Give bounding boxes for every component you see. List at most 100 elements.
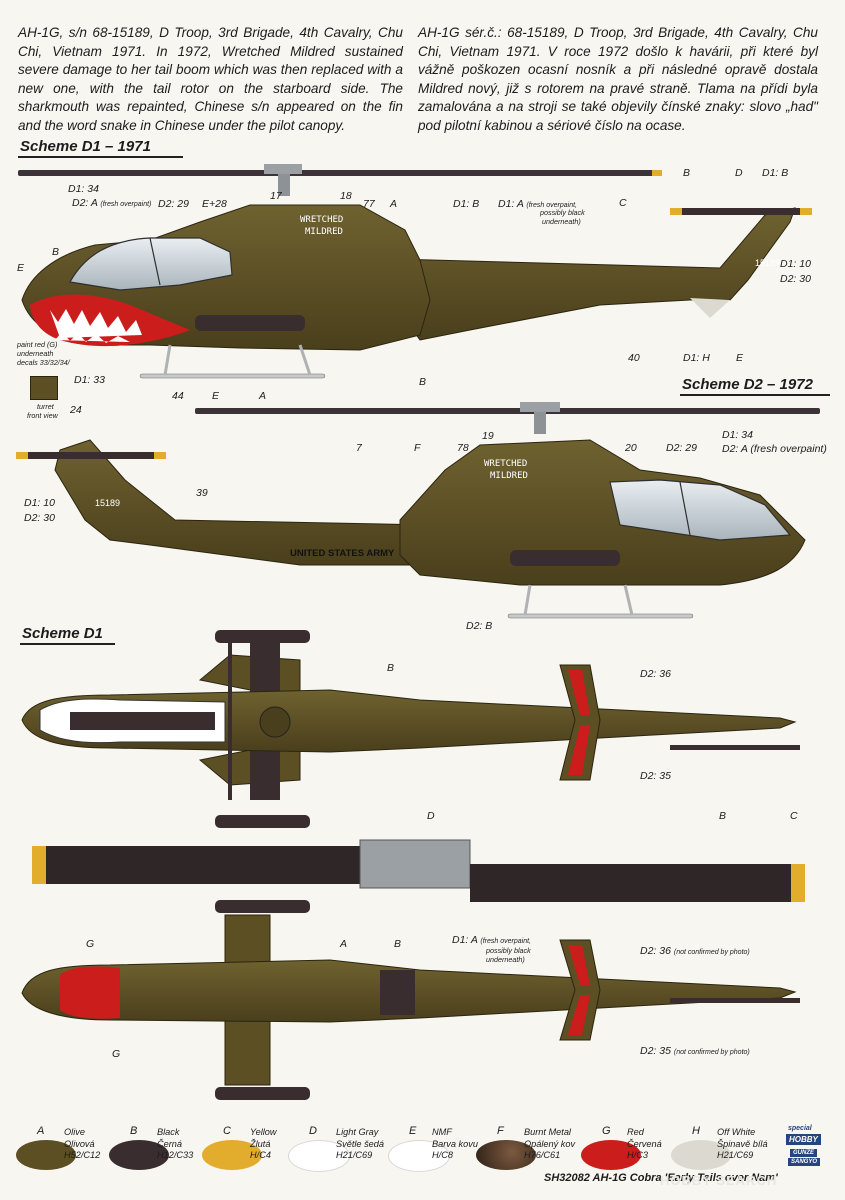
callout-note: underneath) [542,217,581,226]
callout: 77 [363,198,375,210]
legend-letter: A [37,1125,45,1137]
watermark: HOBBY SEARCH [660,1173,778,1188]
nose-art-name-2: MILDRED [305,227,343,237]
callout-note: underneath) [486,955,525,964]
legend-letter: C [223,1125,231,1137]
callout-note: possibly black [486,946,531,955]
callout: B [719,810,727,822]
callout: 39 [196,487,208,499]
callout: D1: A (fresh overpaint, [452,934,531,946]
callout: E [212,390,220,402]
callout-note: decals 33/32/34/ [17,358,70,367]
callout: D1: B [453,198,480,210]
callout: D2: A (fresh overpaint) [72,197,152,209]
legend-letter: B [130,1125,138,1137]
intro-english: AH-1G, s/n 68-15189, D Troop, 3rd Brigad… [18,25,403,133]
callout: D2: 35 (not confirmed by photo) [640,1045,750,1057]
brand-hobby-logo: HOBBY [786,1134,821,1145]
callout: D1: A (fresh overpaint, [498,198,577,210]
callout: D1: B [762,167,789,179]
callout: G [86,938,95,950]
callout: B [419,376,427,388]
callout: B [387,662,395,674]
callout: 44 [172,390,184,402]
callout: A [340,938,348,950]
callout: D2: 30 [780,273,811,285]
callout: D2: 36 (not confirmed by photo) [640,945,750,957]
brand-special: special [788,1125,812,1132]
bottom-view-d1 [21,900,800,1100]
color-swatch [581,1140,641,1170]
callout: D2: B [466,620,493,632]
callout: B [683,167,691,179]
callout: 78 [457,442,469,454]
color-swatch [16,1140,76,1170]
legend-letter: G [602,1125,611,1137]
scheme-underline [18,156,183,158]
callout: E [736,352,744,364]
callout-note: possibly black [540,208,585,217]
callout: F [414,442,421,454]
legend-letter: E [409,1125,417,1137]
callout: 18 [340,190,352,202]
scheme-title-d1-1971: Scheme D1 – 1971 [20,138,151,155]
nose-art-name-d2: WRETCHED [484,459,527,469]
brand-sangyo-logo: SANGYO [788,1158,821,1166]
legend-letter: H [692,1125,700,1137]
color-swatch [388,1140,450,1172]
side-view-d2-1972: UNITED STATES ARMY WRETCHED MILDRED 1518… [16,402,820,619]
callout-note: paint red (G) [17,340,58,349]
top-view-d1 [21,630,800,828]
side-view-d1-1971: WRETCHED MILDRED 15189 [18,164,812,379]
color-swatch [288,1140,350,1172]
callout: D1: 10 [780,258,811,270]
callout: 20 [625,442,637,454]
color-swatch [476,1140,536,1170]
intro-czech: AH-1G sér.č.: 68-15189, D Troop, 3rd Bri… [418,25,818,133]
callout: D2: 29 [666,442,697,454]
callout: D2: A (fresh overpaint) [722,443,827,455]
callout: B [394,938,402,950]
callout: E [17,262,25,274]
legend-letter: D [309,1125,317,1137]
color-swatch [109,1140,169,1170]
scheme-underline [20,643,115,645]
color-swatch [671,1140,731,1170]
callout: D1: 33 [74,374,105,386]
callout: D1: 34 [68,183,99,195]
scheme-underline [680,394,830,396]
main-rotor-blade-view [32,839,805,902]
brand-gunze-logo: GUNZE [790,1149,817,1157]
callout: A [259,390,267,402]
scheme-title-d2-1972: Scheme D2 – 1972 [682,376,813,393]
color-swatch [202,1140,262,1170]
callout: D2: 35 [640,770,671,782]
callout: C [790,810,798,822]
callout: 19 [482,430,494,442]
callout: 17 [270,190,282,202]
callout: 24 [70,404,82,416]
footer-caption: SH32082 AH-1G Cobra 'Early Tails over Na… [544,1172,778,1184]
tail-serial: 15189 [755,258,780,268]
callout: C [619,197,627,209]
callout: B [52,246,60,258]
legend-letter: F [497,1125,504,1137]
callout: E+28 [202,198,227,210]
callout: A [390,198,398,210]
nose-art-name: WRETCHED [300,215,343,225]
callout: D2: 30 [24,512,55,524]
callout: 40 [628,352,640,364]
callout: D2: 29 [158,198,189,210]
scheme-title-d1: Scheme D1 [22,625,103,642]
callout-note: underneath [17,349,54,358]
callout: G [112,1048,121,1060]
